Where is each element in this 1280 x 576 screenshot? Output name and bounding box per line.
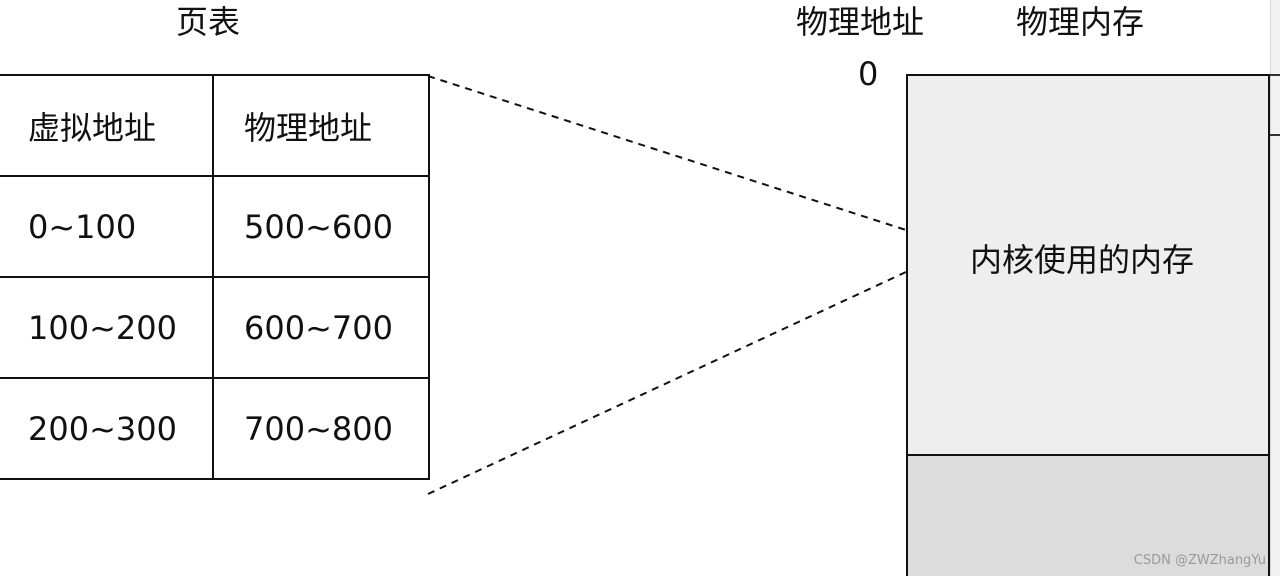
address-zero-label: 0: [858, 55, 879, 93]
header-virtual-address: 虚拟地址: [0, 74, 214, 177]
kernel-memory-block: 内核使用的内存: [906, 74, 1270, 456]
right-edge-mark: [1270, 74, 1280, 76]
virtual-address-cell: 200~300: [0, 377, 214, 480]
watermark: CSDN @ZWZhangYu: [1133, 553, 1266, 568]
mapping-line-bottom: [427, 271, 907, 495]
right-edge-strip: [1270, 0, 1280, 576]
right-edge-mark: [1270, 134, 1280, 136]
page-table: 虚拟地址 物理地址 0~100 500~600 100~200 600~700 …: [0, 74, 430, 480]
header-physical-address: 物理地址: [212, 74, 430, 177]
memory-block-lower: [906, 454, 1270, 576]
physical-address-cell: 500~600: [212, 175, 430, 278]
table-row: 200~300 700~800: [0, 377, 430, 480]
virtual-address-cell: 0~100: [0, 175, 214, 278]
mapping-line-top: [427, 75, 907, 231]
kernel-memory-label: 内核使用的内存: [970, 241, 1195, 279]
virtual-address-cell: 100~200: [0, 276, 214, 379]
physical-address-cell: 600~700: [212, 276, 430, 379]
table-row: 0~100 500~600: [0, 175, 430, 278]
page-table-title: 页表: [176, 3, 241, 41]
page-table-header-row: 虚拟地址 物理地址: [0, 74, 430, 177]
physical-address-title: 物理地址: [796, 3, 925, 41]
table-row: 100~200 600~700: [0, 276, 430, 379]
physical-address-cell: 700~800: [212, 377, 430, 480]
physical-memory-title: 物理内存: [1016, 3, 1145, 41]
